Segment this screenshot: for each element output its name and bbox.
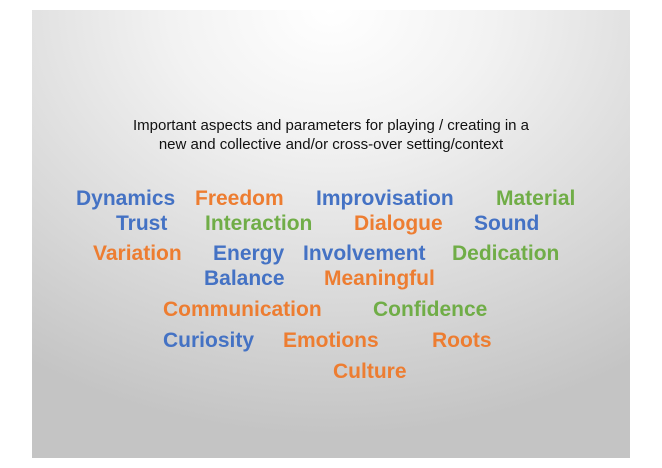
- slide: Important aspects and parameters for pla…: [32, 10, 630, 458]
- word-involvement: Involvement: [303, 242, 426, 265]
- word-improvisation: Improvisation: [316, 187, 454, 210]
- word-confidence: Confidence: [373, 298, 488, 321]
- word-culture: Culture: [333, 360, 407, 383]
- word-interaction: Interaction: [205, 212, 313, 235]
- word-dynamics: Dynamics: [76, 187, 176, 210]
- word-meaningful: Meaningful: [324, 267, 435, 290]
- word-sound: Sound: [474, 212, 540, 235]
- word-freedom: Freedom: [195, 187, 284, 210]
- word-balance: Balance: [204, 267, 285, 290]
- word-emotions: Emotions: [283, 329, 379, 352]
- word-material: Material: [496, 187, 576, 210]
- word-variation: Variation: [93, 242, 182, 265]
- word-trust: Trust: [116, 212, 168, 235]
- word-dedication: Dedication: [452, 242, 560, 265]
- word-communication: Communication: [163, 298, 322, 321]
- title-line: Important aspects and parameters for pla…: [132, 117, 530, 134]
- slide-title: Important aspects and parameters for pla…: [32, 116, 630, 154]
- word-curiosity: Curiosity: [163, 329, 255, 352]
- title-line: new and collective and/or cross-over set…: [158, 136, 504, 153]
- word-dialogue: Dialogue: [354, 212, 443, 235]
- word-roots: Roots: [432, 329, 492, 352]
- word-energy: Energy: [213, 242, 285, 265]
